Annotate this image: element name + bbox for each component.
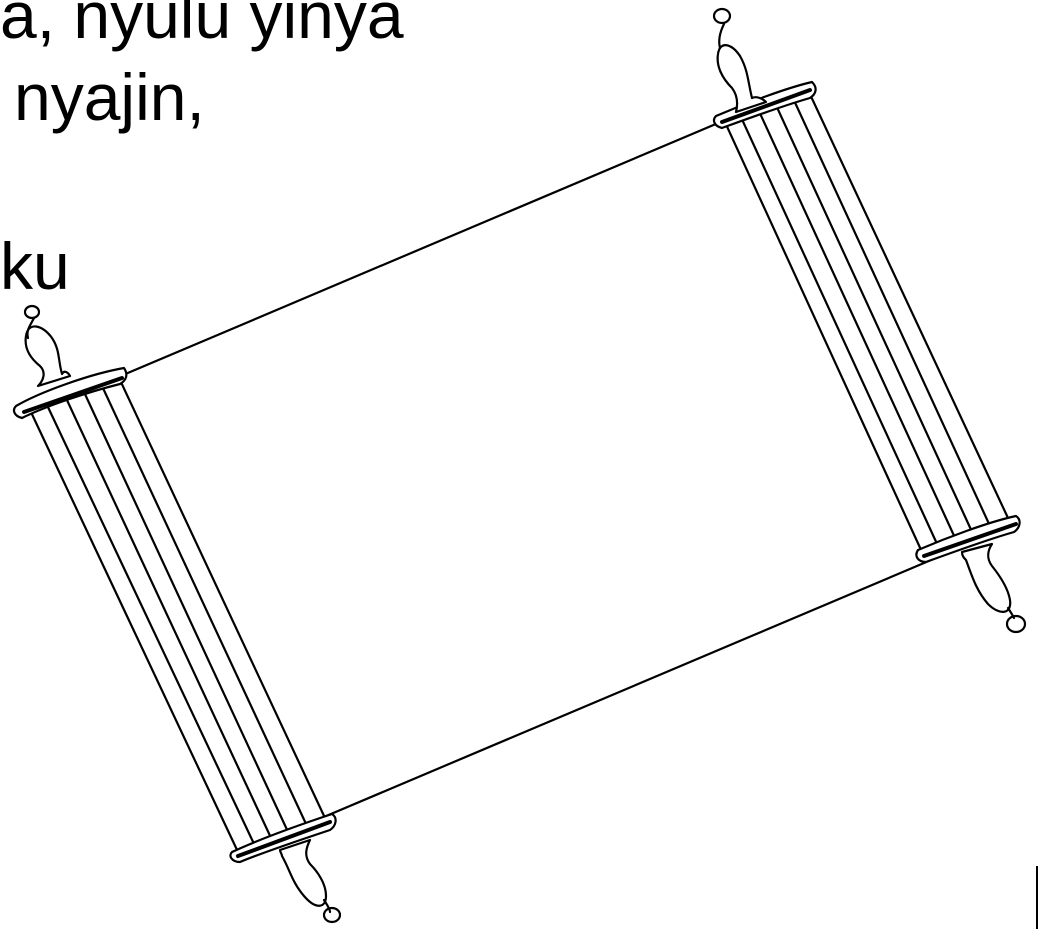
slide-text-line-3: ku: [0, 229, 70, 303]
scroll-right-roller: [712, 7, 1027, 634]
slide-text-line-1: a, nyulu yinya: [0, 0, 404, 52]
slide-text-line-2: nyajin,: [14, 60, 205, 134]
scroll-left-roller: [12, 304, 342, 924]
slide-edge-mark: [1036, 866, 1041, 929]
